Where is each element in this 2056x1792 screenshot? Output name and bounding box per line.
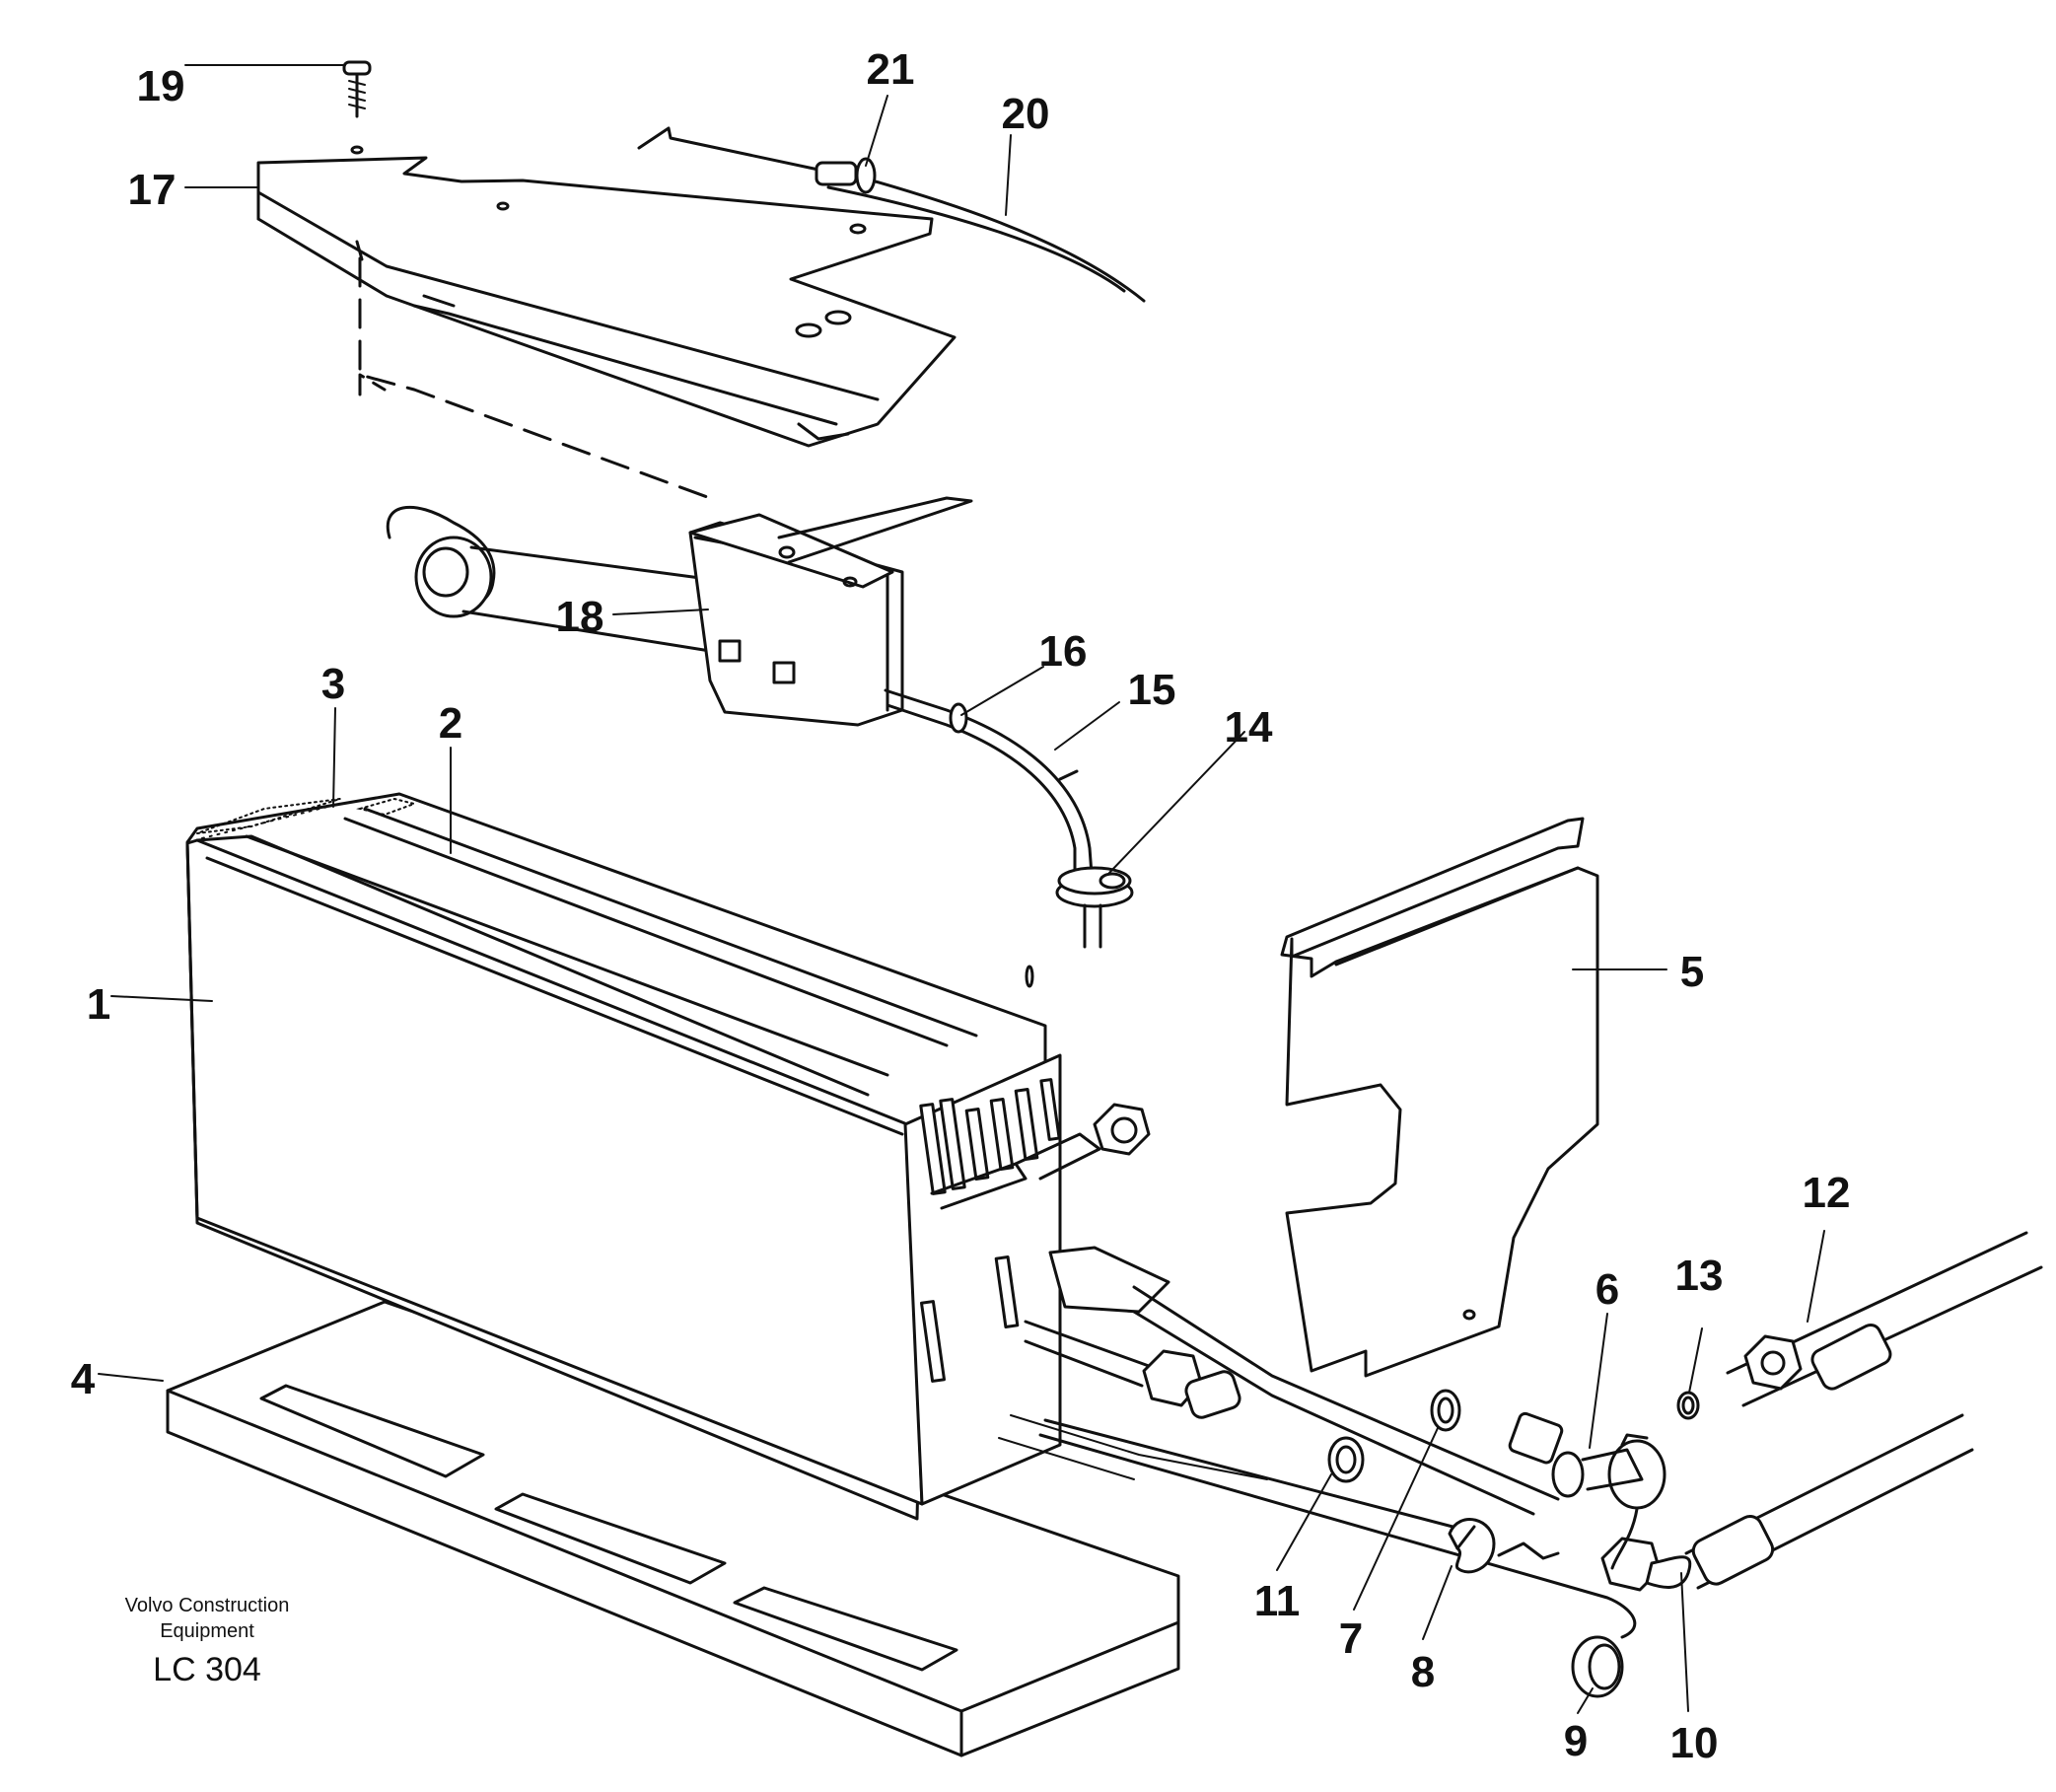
callout-9: 9 — [1564, 1717, 1588, 1765]
callout-16: 16 — [1039, 627, 1088, 676]
caption-line-2: Equipment — [160, 1620, 254, 1642]
callout-labels: 1 2 3 4 5 6 7 8 9 10 11 12 13 14 15 16 1… — [71, 45, 1851, 1767]
callout-15: 15 — [1128, 666, 1176, 714]
callout-19: 19 — [137, 62, 185, 110]
callout-2: 2 — [439, 699, 462, 748]
caption-line-1: Volvo Construction — [124, 1595, 290, 1616]
callout-18: 18 — [556, 593, 604, 641]
part-19-screw — [342, 60, 372, 155]
part-9-sleeve — [1571, 1635, 1624, 1698]
pipe-assembly — [998, 1103, 2043, 1639]
part-18-thermostat — [386, 496, 973, 727]
callout-11: 11 — [1254, 1577, 1301, 1625]
leader-lines — [98, 64, 1825, 1714]
callout-13: 13 — [1675, 1252, 1724, 1300]
callout-1: 1 — [87, 980, 110, 1029]
callout-5: 5 — [1680, 948, 1704, 996]
callout-4: 4 — [71, 1355, 96, 1403]
callout-7: 7 — [1339, 1614, 1363, 1663]
part-8-clamp — [1448, 1518, 1496, 1574]
callout-21: 21 — [867, 45, 915, 94]
callout-17: 17 — [128, 166, 177, 214]
callout-8: 8 — [1411, 1648, 1435, 1696]
part-16-clip — [949, 702, 968, 734]
part-21-clip — [855, 157, 877, 194]
callout-10: 10 — [1670, 1719, 1719, 1767]
part-7-washer — [1430, 1389, 1461, 1432]
callout-3: 3 — [321, 660, 345, 708]
callout-12: 12 — [1803, 1169, 1851, 1217]
part-14-grommet — [1055, 866, 1134, 949]
part-13-o-ring — [1676, 1391, 1700, 1420]
part-6-sensor — [1508, 1411, 1666, 1570]
part-5-cover-plate — [1280, 817, 1599, 1378]
callout-20: 20 — [1002, 90, 1050, 138]
part-4-base-plate — [166, 1300, 1180, 1757]
part-17-bracket — [256, 156, 957, 500]
callout-6: 6 — [1595, 1265, 1619, 1314]
part-11-washer — [1327, 1436, 1365, 1483]
caption-block: Volvo Construction Equipment LC 304 — [99, 1593, 316, 1691]
callout-14: 14 — [1225, 703, 1273, 752]
part-1-heater-box — [185, 792, 1062, 1521]
part-15-capillary-tube — [884, 688, 1095, 890]
caption-code: LC 304 — [153, 1651, 261, 1688]
